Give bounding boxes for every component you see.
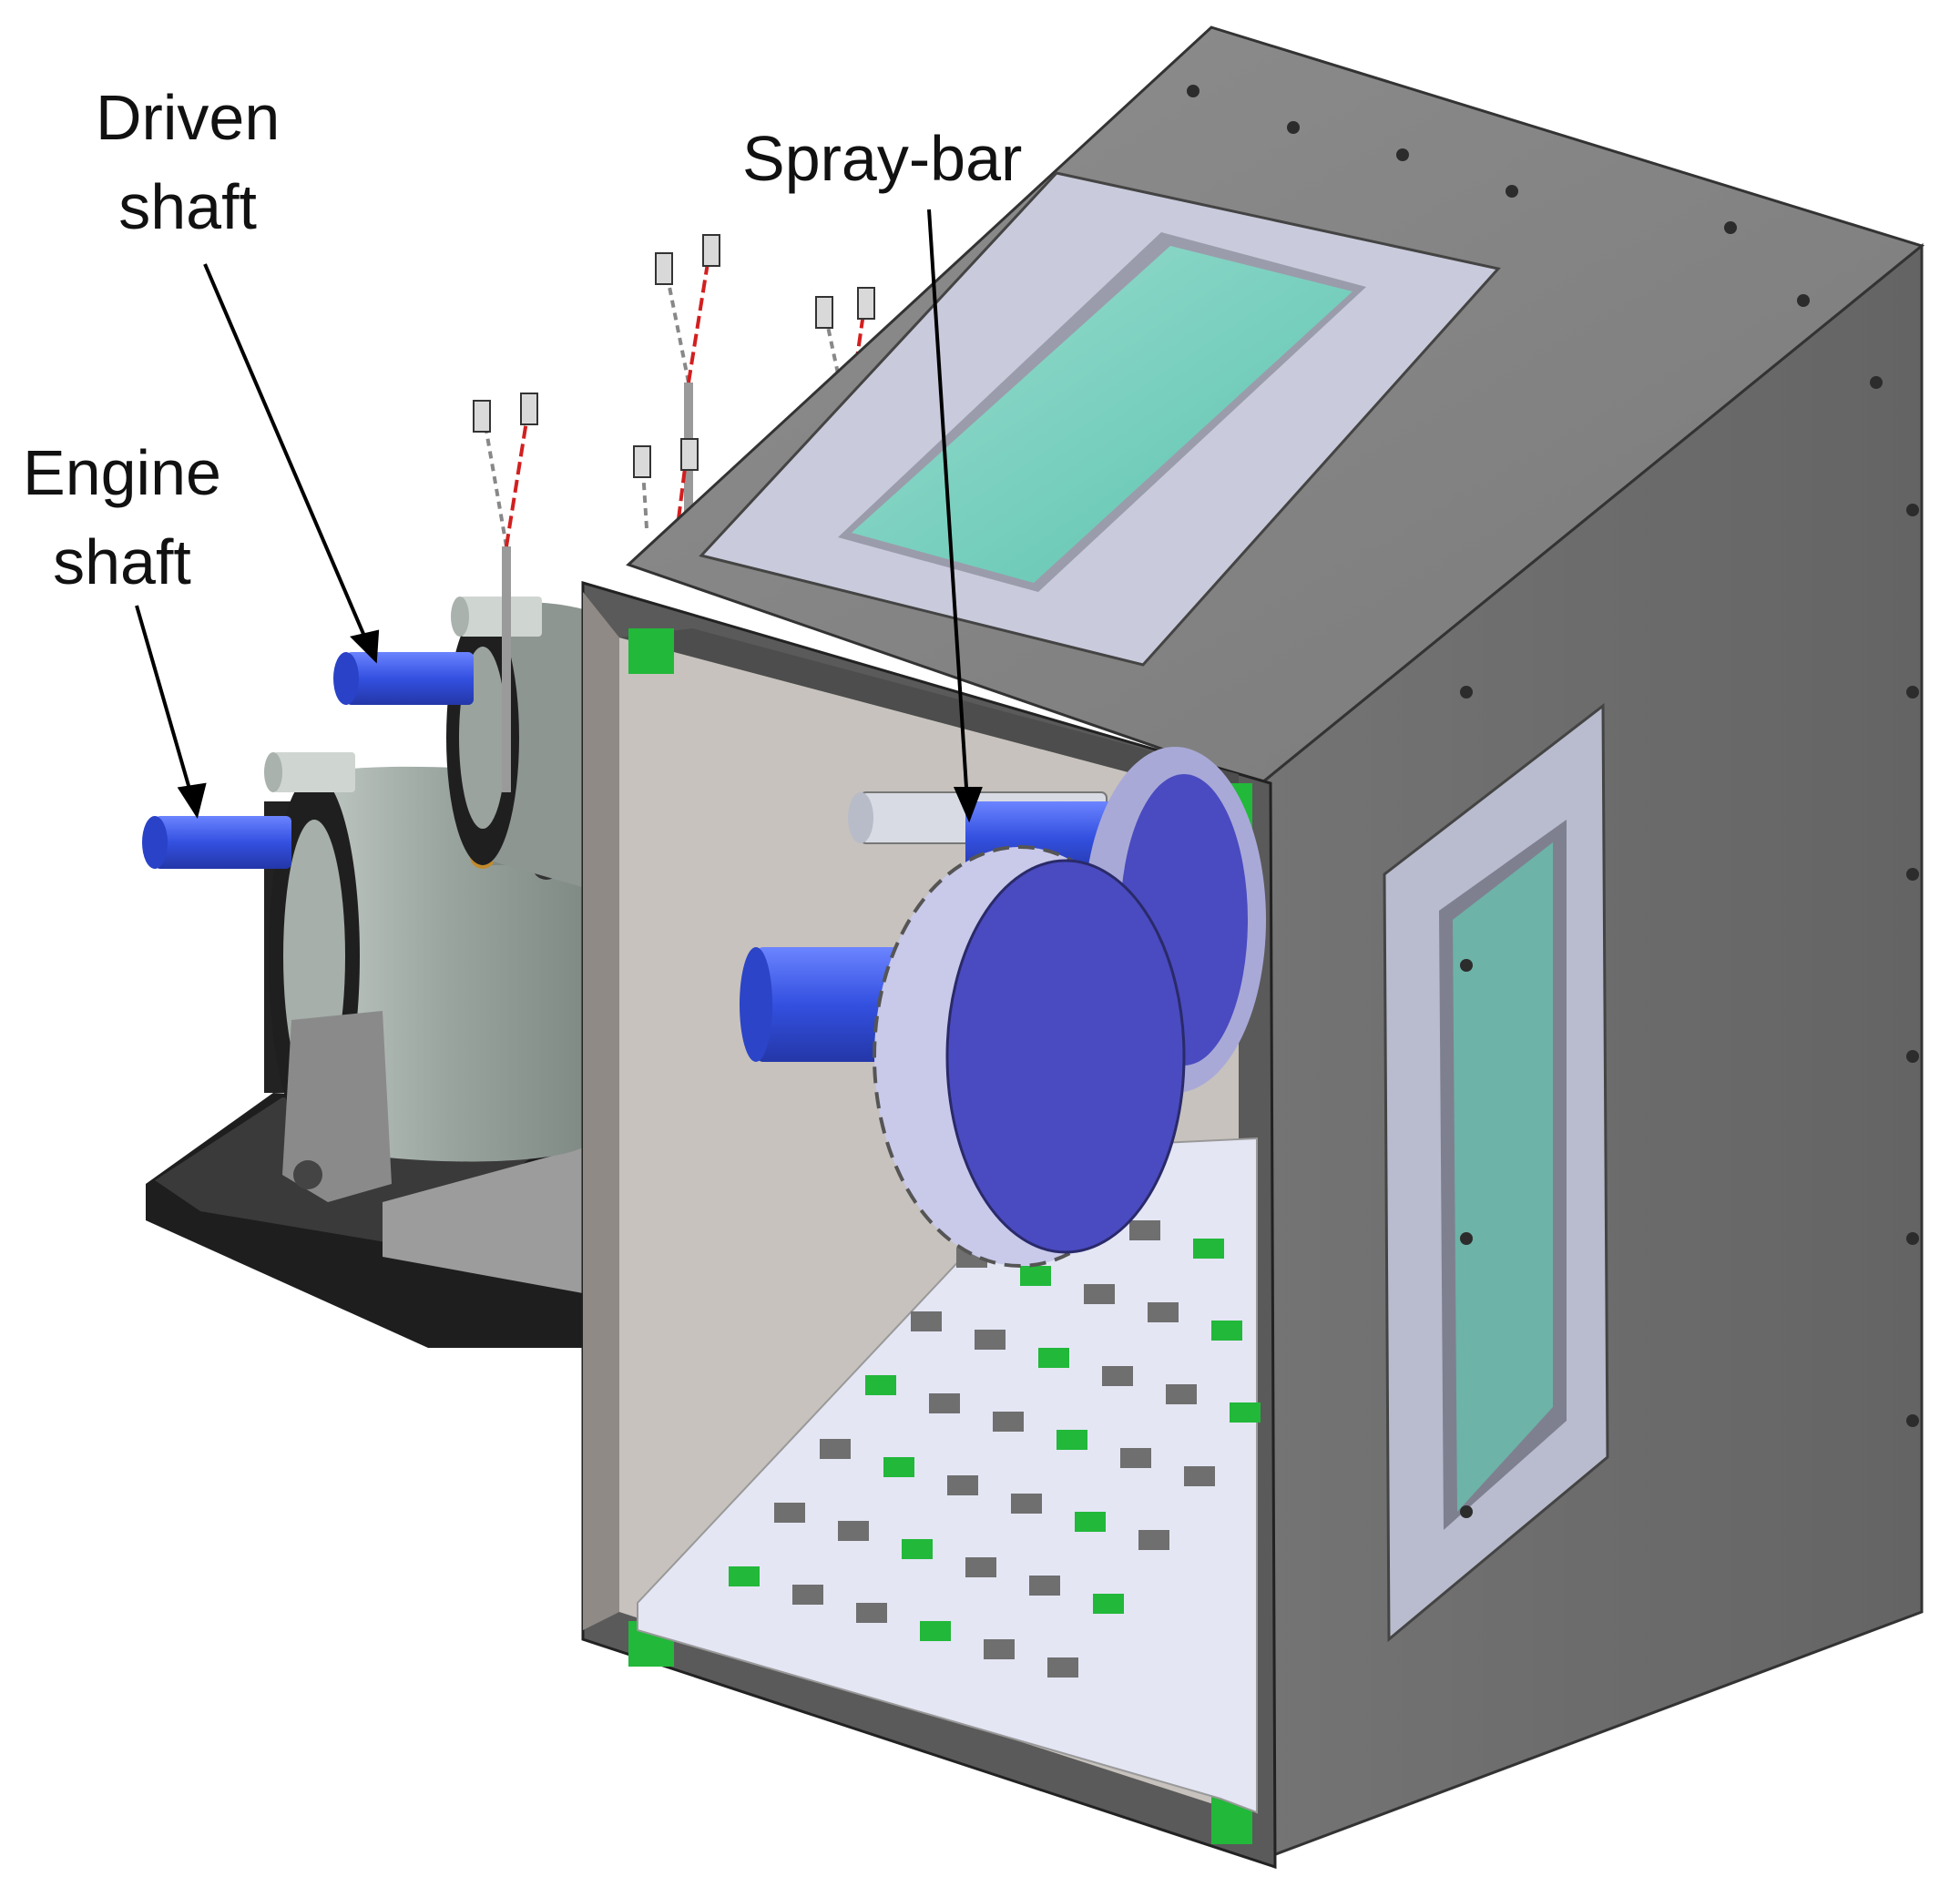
spray-bar-label-line1: Spray-bar xyxy=(742,123,1023,194)
floor-hole xyxy=(947,1475,978,1495)
floor-hole xyxy=(774,1503,805,1523)
driven-motor xyxy=(446,602,601,892)
floor-hole xyxy=(1166,1384,1197,1404)
top-window xyxy=(699,171,1501,667)
engine-shaft-body xyxy=(142,752,355,869)
floor-hole xyxy=(975,1330,1006,1350)
floor-hole xyxy=(856,1603,887,1623)
floor-plate-holes xyxy=(729,1184,1261,1678)
bolt xyxy=(1906,686,1919,699)
engine-gear xyxy=(740,845,1186,1268)
floor-hole xyxy=(1102,1366,1133,1386)
floor-hole xyxy=(1129,1220,1160,1240)
floor-hole xyxy=(820,1439,851,1459)
floor-hole xyxy=(965,1557,996,1577)
floor-plate xyxy=(637,1137,1261,1814)
floor-hole xyxy=(1230,1402,1261,1423)
floor-hole xyxy=(729,1566,760,1586)
bolt xyxy=(1797,294,1810,307)
leader-arrows xyxy=(135,209,983,823)
bolt xyxy=(1460,1232,1473,1245)
floor-hole xyxy=(1011,1494,1042,1514)
floor-hole xyxy=(1211,1321,1242,1341)
floor-hole xyxy=(792,1585,823,1605)
spray-bar-arrow xyxy=(927,209,969,802)
floor-hole xyxy=(929,1393,960,1413)
floor-hole xyxy=(1029,1576,1060,1596)
engine-shaft-label-line2: shaft xyxy=(53,526,191,597)
bracket-top-left xyxy=(628,628,674,674)
side-window xyxy=(1383,702,1609,1643)
floor-hole xyxy=(902,1539,933,1559)
engine-shaft-label: Engine shaft xyxy=(23,428,221,607)
bolt xyxy=(1870,376,1883,389)
driven-shaft-label: Driven shaft xyxy=(96,73,280,251)
bolt xyxy=(1906,504,1919,516)
bolt xyxy=(1906,1232,1919,1245)
floor-hole xyxy=(1084,1284,1115,1304)
bolt xyxy=(1460,686,1473,699)
driven-shaft-body xyxy=(333,597,542,705)
bolt xyxy=(1506,185,1518,198)
cable-connectors xyxy=(473,234,875,478)
floor-hole xyxy=(1093,1594,1124,1614)
bolt xyxy=(1187,85,1199,97)
bolt xyxy=(1906,868,1919,881)
driven-shaft-arrow xyxy=(203,263,371,648)
floor-hole xyxy=(1047,1657,1078,1678)
bolt xyxy=(1906,1414,1919,1427)
floor-hole xyxy=(865,1375,896,1395)
floor-hole xyxy=(993,1412,1024,1432)
floor-hole xyxy=(883,1457,914,1477)
floor-hole xyxy=(1184,1466,1215,1486)
engine-shaft-arrowhead xyxy=(177,782,207,819)
driven-shaft-label-line1: Driven xyxy=(96,82,281,153)
floor-hole xyxy=(1120,1448,1151,1468)
floor-hole xyxy=(1138,1530,1169,1550)
bolt xyxy=(1906,1050,1919,1063)
engine-shaft-label-line1: Engine xyxy=(23,437,221,508)
floor-hole xyxy=(984,1639,1015,1659)
floor-hole xyxy=(1075,1512,1106,1532)
floor-hole xyxy=(1148,1302,1179,1322)
bolt xyxy=(1396,148,1409,161)
floor-hole xyxy=(911,1311,942,1331)
driven-shaft-arrowhead xyxy=(350,629,380,664)
floor-hole xyxy=(838,1521,869,1541)
bolt xyxy=(1724,221,1737,234)
floor-hole xyxy=(1193,1239,1224,1259)
spray-bar-label: Spray-bar xyxy=(742,114,1022,203)
spray-bar-arrowhead xyxy=(953,787,983,823)
floor-hole xyxy=(1020,1266,1051,1286)
floor-hole xyxy=(920,1621,951,1641)
floor-hole xyxy=(1057,1430,1087,1450)
housing-bolts xyxy=(1187,85,1919,1518)
bolt xyxy=(1460,959,1473,972)
floor-hole xyxy=(1038,1348,1069,1368)
engine-shaft-arrow xyxy=(135,605,195,802)
bolt xyxy=(1460,1505,1473,1518)
bolt xyxy=(1287,121,1300,134)
driven-shaft-label-line2: shaft xyxy=(118,171,258,242)
